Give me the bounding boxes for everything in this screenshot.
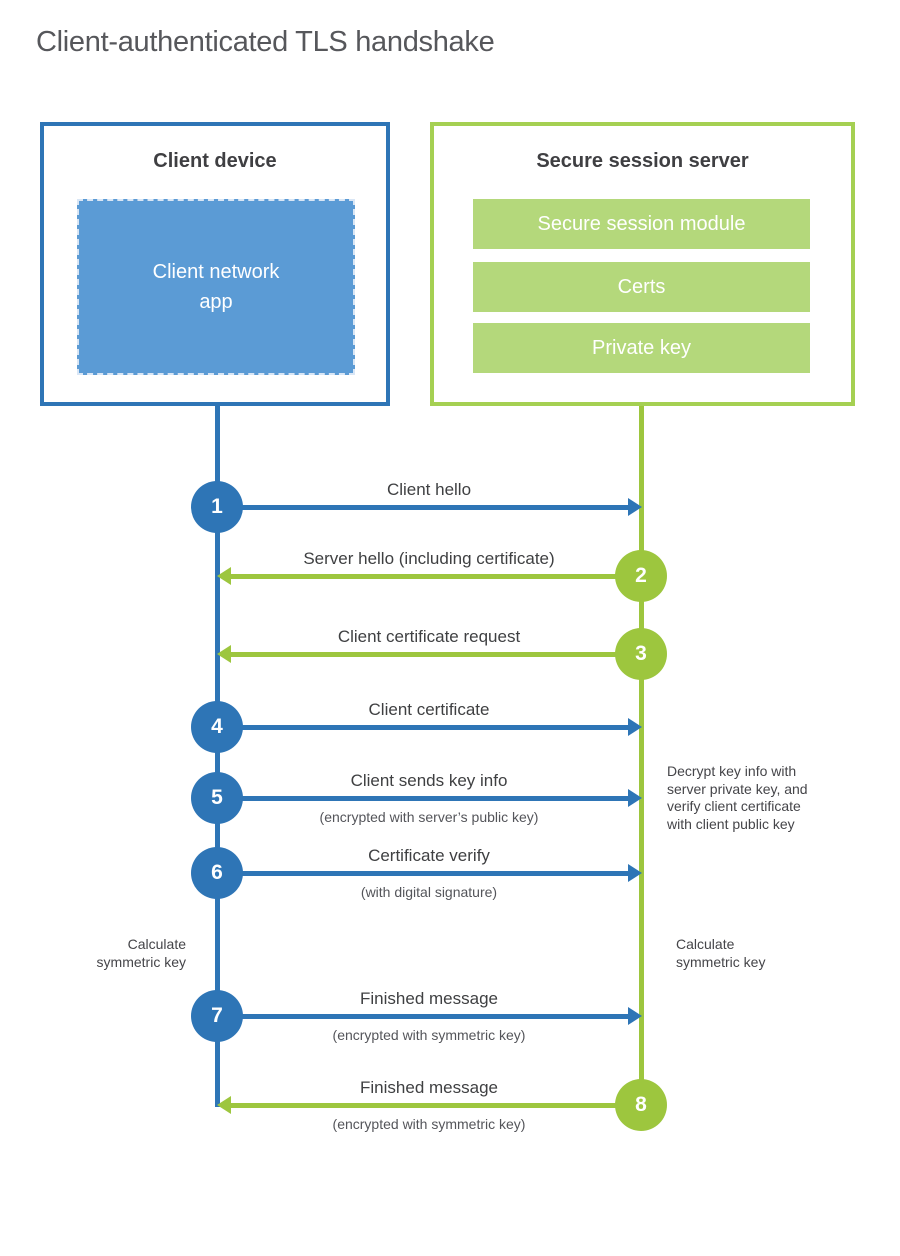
step-4-arrow	[218, 725, 629, 730]
step-4-badge: 4	[191, 701, 243, 753]
server-module-secure-session: Secure session module	[473, 199, 810, 249]
step-3-label: Client certificate request	[337, 627, 521, 646]
arrow-right-icon	[628, 1007, 642, 1025]
step-7-badge: 7	[191, 990, 243, 1042]
client-lifeline	[215, 406, 220, 1107]
step-2-label: Server hello (including certificate)	[303, 549, 555, 568]
server-lifeline	[639, 406, 644, 1118]
step-1-badge: 1	[191, 481, 243, 533]
step-6-sublabel: (with digital signature)	[360, 884, 498, 900]
step-2-arrow	[230, 574, 641, 579]
server-module-private-key: Private key	[473, 323, 810, 373]
step-8-badge: 8	[615, 1079, 667, 1131]
arrow-right-icon	[628, 864, 642, 882]
step-8-label: Finished message	[360, 1078, 498, 1097]
client-network-app-box: Client network app	[77, 199, 355, 375]
server-calc-symmetric-key-note: Calculate symmetric key	[676, 936, 766, 970]
step-2-badge: 2	[615, 550, 667, 602]
page-title: Client-authenticated TLS handshake	[36, 26, 495, 58]
step-8-arrow	[230, 1103, 641, 1108]
client-device-box: Client device Client network app	[40, 122, 390, 406]
step-8-sublabel: (encrypted with symmetric key)	[332, 1116, 526, 1132]
client-calc-symmetric-key-note: Calculate symmetric key	[96, 936, 186, 970]
arrow-right-icon	[628, 498, 642, 516]
step-5-badge: 5	[191, 772, 243, 824]
arrow-left-icon	[217, 567, 231, 585]
step-5-sublabel: (encrypted with server’s public key)	[319, 809, 539, 825]
arrow-left-icon	[217, 1096, 231, 1114]
step-6-arrow	[218, 871, 629, 876]
client-device-title: Client device	[153, 150, 277, 172]
secure-session-server-box: Secure session server Secure session mod…	[430, 122, 855, 406]
step-7-sublabel: (encrypted with symmetric key)	[332, 1027, 526, 1043]
client-network-app-label: Client network app	[152, 261, 280, 313]
step-3-badge: 3	[615, 628, 667, 680]
step-6-badge: 6	[191, 847, 243, 899]
step-5-arrow	[218, 796, 629, 801]
step-5-label: Client sends key info	[350, 771, 508, 790]
step-3-arrow	[230, 652, 641, 657]
step-7-label: Finished message	[360, 989, 498, 1008]
arrow-right-icon	[628, 789, 642, 807]
server-module-certs: Certs	[473, 262, 810, 312]
server-decrypt-note: Decrypt key info with server private key…	[667, 763, 808, 832]
step-4-label: Client certificate	[368, 700, 490, 719]
step-1-label: Client hello	[386, 480, 472, 499]
arrow-right-icon	[628, 718, 642, 736]
step-1-arrow	[218, 505, 629, 510]
secure-session-server-title: Secure session server	[536, 150, 749, 172]
step-6-label: Certificate verify	[368, 846, 490, 865]
step-7-arrow	[218, 1014, 629, 1019]
arrow-left-icon	[217, 645, 231, 663]
